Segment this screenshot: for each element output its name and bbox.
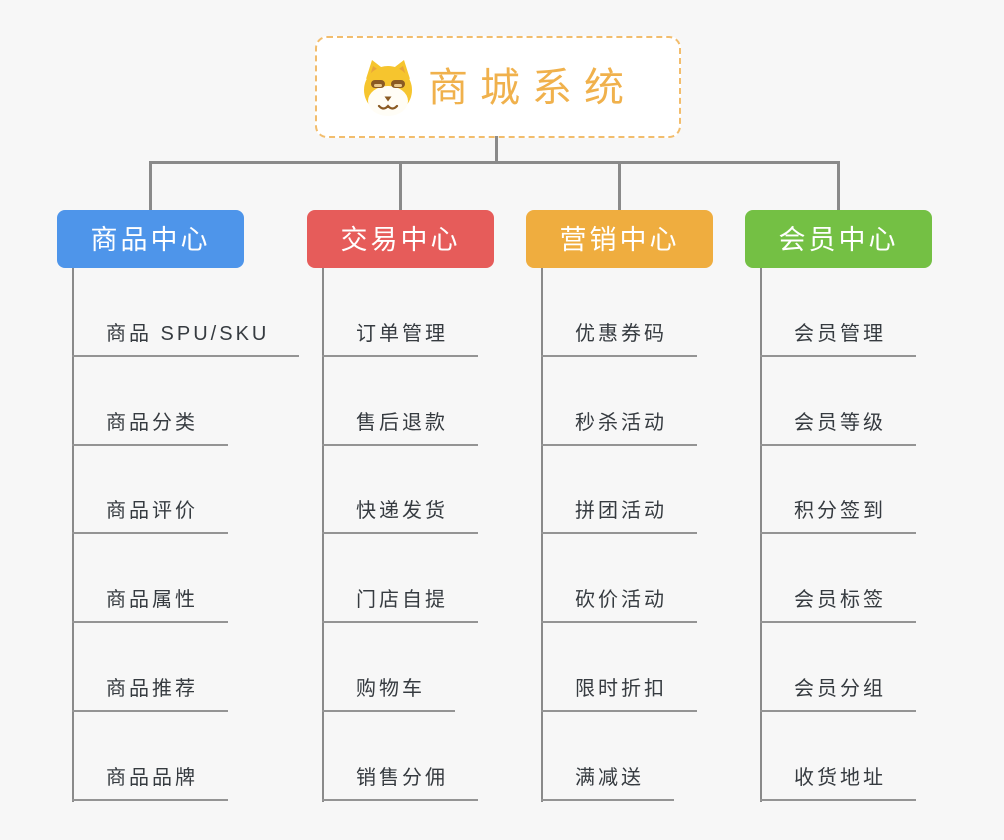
branch-topic-list: 订单管理 售后退款 快递发货 门店自提 购物车 销售分佣 xyxy=(322,268,478,801)
topic-label: 会员标签 xyxy=(760,589,916,623)
topic-label: 门店自提 xyxy=(322,589,478,623)
branch-marketing-center: 营销中心 优惠券码 秒杀活动 拼团活动 砍价活动 限时折扣 满减送 xyxy=(526,210,785,802)
connector-drop-trade-center xyxy=(399,161,402,211)
topic-node[interactable]: 商品推荐 xyxy=(72,623,299,712)
topic-label: 商品评价 xyxy=(72,500,228,535)
topic-label: 积分签到 xyxy=(760,500,916,535)
topic-node[interactable]: 满减送 xyxy=(541,712,697,801)
topic-label: 会员管理 xyxy=(760,323,916,357)
topic-node[interactable]: 会员管理 xyxy=(760,268,916,357)
connector-bus-line xyxy=(149,161,840,164)
topic-label: 购物车 xyxy=(322,678,455,712)
topic-node[interactable]: 拼团活动 xyxy=(541,446,697,535)
topic-node[interactable]: 限时折扣 xyxy=(541,623,697,712)
topic-label: 满减送 xyxy=(541,767,674,801)
branch-label: 商品中心 xyxy=(90,224,211,255)
topic-node[interactable]: 快递发货 xyxy=(322,446,478,535)
topic-node[interactable]: 砍价活动 xyxy=(541,534,697,623)
topic-label: 秒杀活动 xyxy=(541,412,697,446)
connector-drop-member-center xyxy=(837,161,840,211)
topic-label: 销售分佣 xyxy=(322,767,478,801)
topic-label: 拼团活动 xyxy=(541,500,697,535)
topic-node[interactable]: 订单管理 xyxy=(322,268,478,357)
topic-node[interactable]: 会员等级 xyxy=(760,357,916,446)
topic-node[interactable]: 积分签到 xyxy=(760,446,916,535)
topic-label: 限时折扣 xyxy=(541,678,697,712)
root-node[interactable]: 商城系统 xyxy=(315,36,681,138)
branch-node-marketing-center[interactable]: 营销中心 xyxy=(526,210,713,268)
topic-node[interactable]: 会员标签 xyxy=(760,534,916,623)
topic-label: 会员等级 xyxy=(760,412,916,446)
topic-node[interactable]: 优惠券码 xyxy=(541,268,697,357)
topic-label: 砍价活动 xyxy=(541,589,697,623)
connector-drop-product-center xyxy=(149,161,152,211)
branch-label: 交易中心 xyxy=(340,224,461,255)
branch-topic-list: 会员管理 会员等级 积分签到 会员标签 会员分组 收货地址 xyxy=(760,268,916,801)
topic-node[interactable]: 销售分佣 xyxy=(322,712,478,801)
topic-label: 快递发货 xyxy=(322,500,478,535)
topic-label: 优惠券码 xyxy=(541,323,697,357)
root-title: 商城系统 xyxy=(428,66,636,110)
topic-label: 收货地址 xyxy=(760,767,916,801)
branch-topic-list: 商品 SPU/SKU 商品分类 商品评价 商品属性 商品推荐 商品品牌 xyxy=(72,268,300,801)
shiba-dog-icon xyxy=(364,60,412,116)
topic-node[interactable]: 秒杀活动 xyxy=(541,357,697,446)
branch-member-center: 会员中心 会员管理 会员等级 积分签到 会员标签 会员分组 收货地址 xyxy=(745,210,1004,802)
topic-label: 商品 SPU/SKU xyxy=(72,323,300,357)
topic-node[interactable]: 收货地址 xyxy=(760,712,916,801)
branch-node-member-center[interactable]: 会员中心 xyxy=(745,210,932,268)
branch-connector-line xyxy=(760,268,762,802)
branch-topic-list: 优惠券码 秒杀活动 拼团活动 砍价活动 限时折扣 满减送 xyxy=(541,268,697,801)
branch-connector-line xyxy=(322,268,324,802)
topic-node[interactable]: 商品评价 xyxy=(72,446,299,535)
topic-node[interactable]: 会员分组 xyxy=(760,623,916,712)
topic-label: 订单管理 xyxy=(322,323,478,357)
topic-label: 会员分组 xyxy=(760,678,916,712)
branch-trade-center: 交易中心 订单管理 售后退款 快递发货 门店自提 购物车 销售分佣 xyxy=(307,210,566,802)
branch-label: 营销中心 xyxy=(559,224,680,255)
branch-connector-line xyxy=(541,268,543,802)
topic-node[interactable]: 门店自提 xyxy=(322,534,478,623)
topic-node[interactable]: 商品属性 xyxy=(72,534,299,623)
connector-root-stub xyxy=(495,136,498,163)
connector-drop-marketing-center xyxy=(618,161,621,211)
branch-node-trade-center[interactable]: 交易中心 xyxy=(307,210,494,268)
branch-connector-line xyxy=(72,268,74,802)
topic-label: 商品推荐 xyxy=(72,678,228,712)
topic-node[interactable]: 商品分类 xyxy=(72,357,299,446)
branch-label: 会员中心 xyxy=(778,224,899,255)
topic-node[interactable]: 购物车 xyxy=(322,623,478,712)
branch-product-center: 商品中心 商品 SPU/SKU 商品分类 商品评价 商品属性 商品推荐 商品品牌 xyxy=(57,210,316,802)
topic-node[interactable]: 售后退款 xyxy=(322,357,478,446)
topic-node[interactable]: 商品 SPU/SKU xyxy=(72,268,300,357)
topic-label: 商品品牌 xyxy=(72,767,228,801)
topic-label: 商品分类 xyxy=(72,412,228,446)
topic-node[interactable]: 商品品牌 xyxy=(72,712,299,801)
topic-label: 售后退款 xyxy=(322,412,478,446)
branch-node-product-center[interactable]: 商品中心 xyxy=(57,210,244,268)
topic-label: 商品属性 xyxy=(72,589,228,623)
